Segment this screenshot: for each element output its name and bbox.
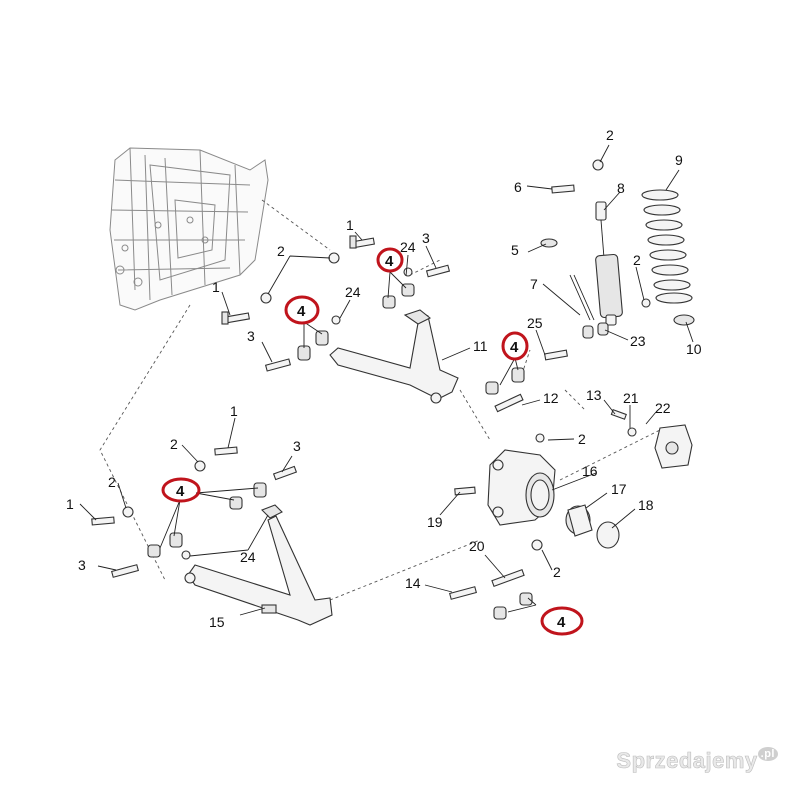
part-label-3: 3	[293, 438, 301, 454]
highlight-callout-4: 4	[540, 606, 584, 636]
coil-spring	[641, 189, 693, 304]
part-label-3: 3	[247, 328, 255, 344]
part-label-11: 11	[473, 338, 488, 354]
steering-knuckle	[487, 449, 556, 526]
part-label-17: 17	[611, 481, 627, 497]
part-label-21: 21	[623, 390, 639, 406]
part-label-2: 2	[277, 243, 285, 259]
highlight-callout-4: 4	[376, 247, 404, 273]
part-number-labels: 1 2 3 24 24 1 3 11 25 12 2 6 8 9 5 2 7 2…	[66, 127, 702, 630]
watermark-logo: Sprzedajemy.pl	[616, 747, 778, 774]
vehicle-frame	[109, 147, 269, 311]
highlight-callout-4: 4	[501, 331, 529, 361]
part-label-2: 2	[578, 431, 586, 447]
part-label-1: 1	[66, 496, 74, 512]
part-label-1: 1	[230, 403, 238, 419]
part-label-10: 10	[686, 341, 702, 357]
upper-a-arm	[329, 309, 459, 404]
part-label-20: 20	[469, 538, 485, 554]
snap-ring	[596, 521, 620, 549]
assembly-guide-lines	[99, 199, 661, 601]
part-label-8: 8	[617, 180, 625, 196]
part-label-13: 13	[586, 387, 602, 403]
callout-label-4: 4	[385, 253, 394, 270]
callout-label-4: 4	[510, 339, 519, 356]
brake-caliper	[654, 424, 693, 469]
bearing	[565, 504, 593, 537]
part-label-19: 19	[427, 514, 443, 530]
part-label-2: 2	[108, 474, 116, 490]
part-label-1: 1	[346, 217, 354, 233]
shock-absorber	[595, 201, 623, 326]
part-label-2: 2	[633, 252, 641, 268]
part-label-5: 5	[511, 242, 519, 258]
part-label-24: 24	[345, 284, 361, 300]
watermark-tld: .pl	[757, 747, 778, 761]
part-label-6: 6	[514, 179, 522, 195]
part-label-23: 23	[630, 333, 646, 349]
part-label-3: 3	[422, 230, 430, 246]
part-label-24: 24	[240, 549, 256, 565]
part-label-14: 14	[405, 575, 421, 591]
part-label-1: 1	[212, 279, 220, 295]
part-label-2: 2	[170, 436, 178, 452]
part-label-3: 3	[78, 557, 86, 573]
lower-a-arm	[184, 504, 333, 626]
callout-label-4: 4	[297, 303, 306, 320]
leader-lines	[79, 144, 694, 616]
part-label-16: 16	[582, 463, 598, 479]
part-label-9: 9	[675, 152, 683, 168]
part-label-24: 24	[400, 239, 416, 255]
highlight-callout-4: 4	[284, 295, 320, 325]
part-label-2: 2	[606, 127, 614, 143]
callout-label-4: 4	[176, 483, 185, 500]
part-label-7: 7	[530, 276, 538, 292]
highlighted-callouts: 4 4 4 4 4	[161, 247, 584, 636]
callout-label-4: 4	[557, 614, 566, 631]
part-label-18: 18	[638, 497, 654, 513]
part-label-15: 15	[209, 614, 225, 630]
watermark-text: Sprzedajemy	[616, 748, 758, 774]
part-label-25: 25	[527, 315, 543, 331]
highlight-callout-4: 4	[161, 477, 201, 503]
part-label-2: 2	[553, 564, 561, 580]
part-label-22: 22	[655, 400, 671, 416]
fasteners	[91, 159, 651, 620]
spring-retainer	[673, 314, 695, 326]
part-label-12: 12	[543, 390, 559, 406]
